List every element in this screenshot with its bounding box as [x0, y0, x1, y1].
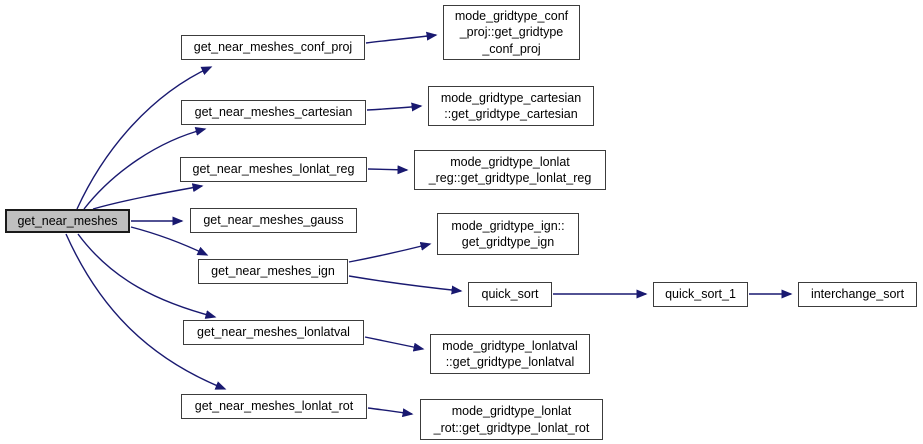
node-mode-gridtype-cartesian-get-gridtype-cartesian[interactable]: mode_gridtype_cartesian ::get_gridtype_c… — [428, 86, 594, 126]
node-interchange-sort[interactable]: interchange_sort — [798, 282, 917, 307]
node-get-near-meshes-ign[interactable]: get_near_meshes_ign — [198, 259, 348, 284]
node-mode-gridtype-lonlat-rot-get-gridtype-lonlat-rot[interactable]: mode_gridtype_lonlat _rot::get_gridtype_… — [420, 399, 603, 440]
node-mode-gridtype-lonlatval-get-gridtype-lonlatval[interactable]: mode_gridtype_lonlatval ::get_gridtype_l… — [430, 334, 590, 374]
edge-lonlat-rot-to-target — [367, 407, 414, 418]
node-quick-sort-1[interactable]: quick_sort_1 — [653, 282, 748, 307]
edge-root-to-ign — [130, 226, 209, 256]
edge-lonlat-reg-to-target — [367, 165, 409, 175]
edge-root-to-lonlat-reg — [92, 183, 204, 210]
edge-root-to-lonlatval — [77, 233, 217, 319]
node-get-near-meshes-gauss[interactable]: get_near_meshes_gauss — [190, 208, 357, 233]
node-get-near-meshes-lonlat-rot[interactable]: get_near_meshes_lonlat_rot — [181, 394, 367, 419]
edge-root-to-cartesian — [83, 126, 207, 210]
edge-ign-to-target — [348, 241, 432, 263]
edge-root-to-lonlat-rot — [65, 233, 227, 390]
edge-lonlatval-to-target — [364, 336, 425, 352]
edge-root-to-conf-proj — [76, 66, 213, 210]
edge-cartesian-to-target — [366, 102, 423, 112]
node-get-near-meshes-conf-proj[interactable]: get_near_meshes_conf_proj — [181, 35, 365, 60]
node-mode-gridtype-ign-get-gridtype-ign[interactable]: mode_gridtype_ign:: get_gridtype_ign — [437, 213, 579, 255]
edge-ign-to-quick-sort — [348, 275, 463, 295]
node-quick-sort[interactable]: quick_sort — [468, 282, 552, 307]
node-mode-gridtype-conf-proj-get-gridtype-conf-proj[interactable]: mode_gridtype_conf _proj::get_gridtype _… — [443, 5, 580, 60]
node-get-near-meshes: get_near_meshes — [5, 209, 130, 233]
node-mode-gridtype-lonlat-reg-get-gridtype-lonlat-reg[interactable]: mode_gridtype_lonlat _reg::get_gridtype_… — [414, 150, 606, 190]
node-get-near-meshes-lonlatval[interactable]: get_near_meshes_lonlatval — [183, 320, 364, 345]
edge-conf-proj-to-target — [365, 31, 438, 44]
node-get-near-meshes-cartesian[interactable]: get_near_meshes_cartesian — [181, 100, 366, 125]
node-get-near-meshes-lonlat-reg[interactable]: get_near_meshes_lonlat_reg — [180, 157, 367, 182]
